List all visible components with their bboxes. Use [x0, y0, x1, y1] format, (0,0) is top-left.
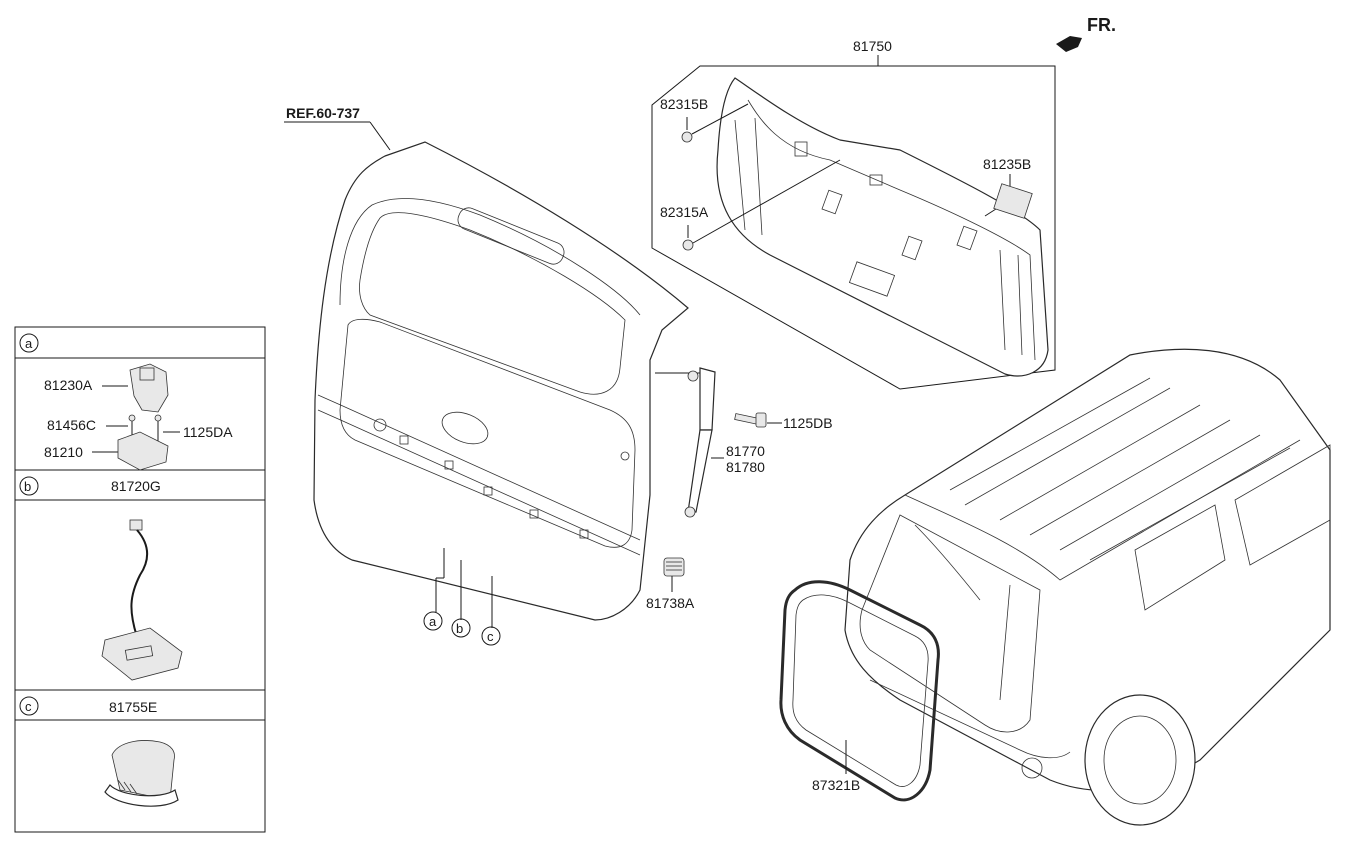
- tailgate-lower-panel: [339, 318, 636, 548]
- label-81770: 81770: [726, 443, 765, 459]
- callout-b: b: [451, 618, 471, 638]
- tailgate-upper-glass: [359, 212, 626, 395]
- label-82315a: 82315A: [660, 204, 709, 220]
- callout-c: c: [481, 626, 501, 646]
- lift-strut: [699, 367, 716, 431]
- svg-text:b: b: [456, 621, 463, 636]
- bumper-81738a: [663, 557, 685, 577]
- legend-table: a 81230A 81456C 1125DA 81210 b 81720G: [14, 326, 266, 833]
- legend-c-title: 81755E: [109, 699, 157, 715]
- callout-a: a: [423, 611, 443, 631]
- label-81750: 81750: [853, 38, 892, 54]
- trim-panel-group: 81750 82315B 82315A 81235B: [651, 38, 1056, 390]
- label-81738a: 81738A: [646, 595, 695, 611]
- label-82315b: 82315B: [660, 96, 708, 112]
- high-mount-lamp: [457, 207, 565, 265]
- svg-text:c: c: [25, 699, 32, 714]
- fr-direction-indicator: FR.: [1056, 15, 1116, 52]
- svg-text:a: a: [25, 336, 33, 351]
- label-81456c: 81456C: [47, 417, 96, 433]
- svg-text:c: c: [487, 629, 494, 644]
- label-81780: 81780: [726, 459, 765, 475]
- label-1125db: 1125DB: [783, 415, 833, 431]
- bolt-1125db: [734, 412, 767, 428]
- latch-81230a: [129, 363, 169, 413]
- vehicle-body: [844, 348, 1331, 791]
- label-81230a: 81230A: [44, 377, 93, 393]
- label-1125da: 1125DA: [183, 424, 233, 440]
- svg-text:a: a: [429, 614, 437, 629]
- arrow-icon: [1056, 36, 1082, 52]
- clip-82315a: [682, 239, 694, 251]
- switch-81720g: [101, 519, 183, 681]
- svg-text:b: b: [24, 479, 31, 494]
- legend-section-a: a: [19, 333, 39, 353]
- trim-panel-frame: [651, 65, 1056, 390]
- label-81210: 81210: [44, 444, 83, 460]
- label-87321b: 87321B: [812, 777, 860, 793]
- reference-label: REF.60-737: [286, 105, 360, 121]
- bracket-81210: [117, 431, 169, 471]
- legend-section-c: c 81755E: [19, 696, 157, 716]
- legend-section-b: b 81720G: [19, 476, 161, 496]
- vehicle-group: 87321B: [779, 348, 1331, 826]
- fr-label: FR.: [1087, 15, 1116, 35]
- vehicle-tailgate-opening: [859, 514, 1041, 733]
- clip-82315b: [681, 131, 693, 143]
- tailgate: [313, 141, 689, 621]
- lift-group: 1125DB 81770 81780 81738A: [646, 367, 833, 611]
- trim-panel: [716, 77, 1049, 377]
- bumper-81755e: [104, 740, 179, 807]
- legend-b-title: 81720G: [111, 478, 161, 494]
- tailgate-group: REF.60-737 a: [284, 105, 689, 646]
- weatherstrip-87321b: [779, 580, 940, 802]
- emblem: [441, 411, 489, 445]
- label-81235b: 81235B: [983, 156, 1031, 172]
- handle-81235b: [993, 183, 1033, 219]
- rear-wheel: [1084, 694, 1196, 826]
